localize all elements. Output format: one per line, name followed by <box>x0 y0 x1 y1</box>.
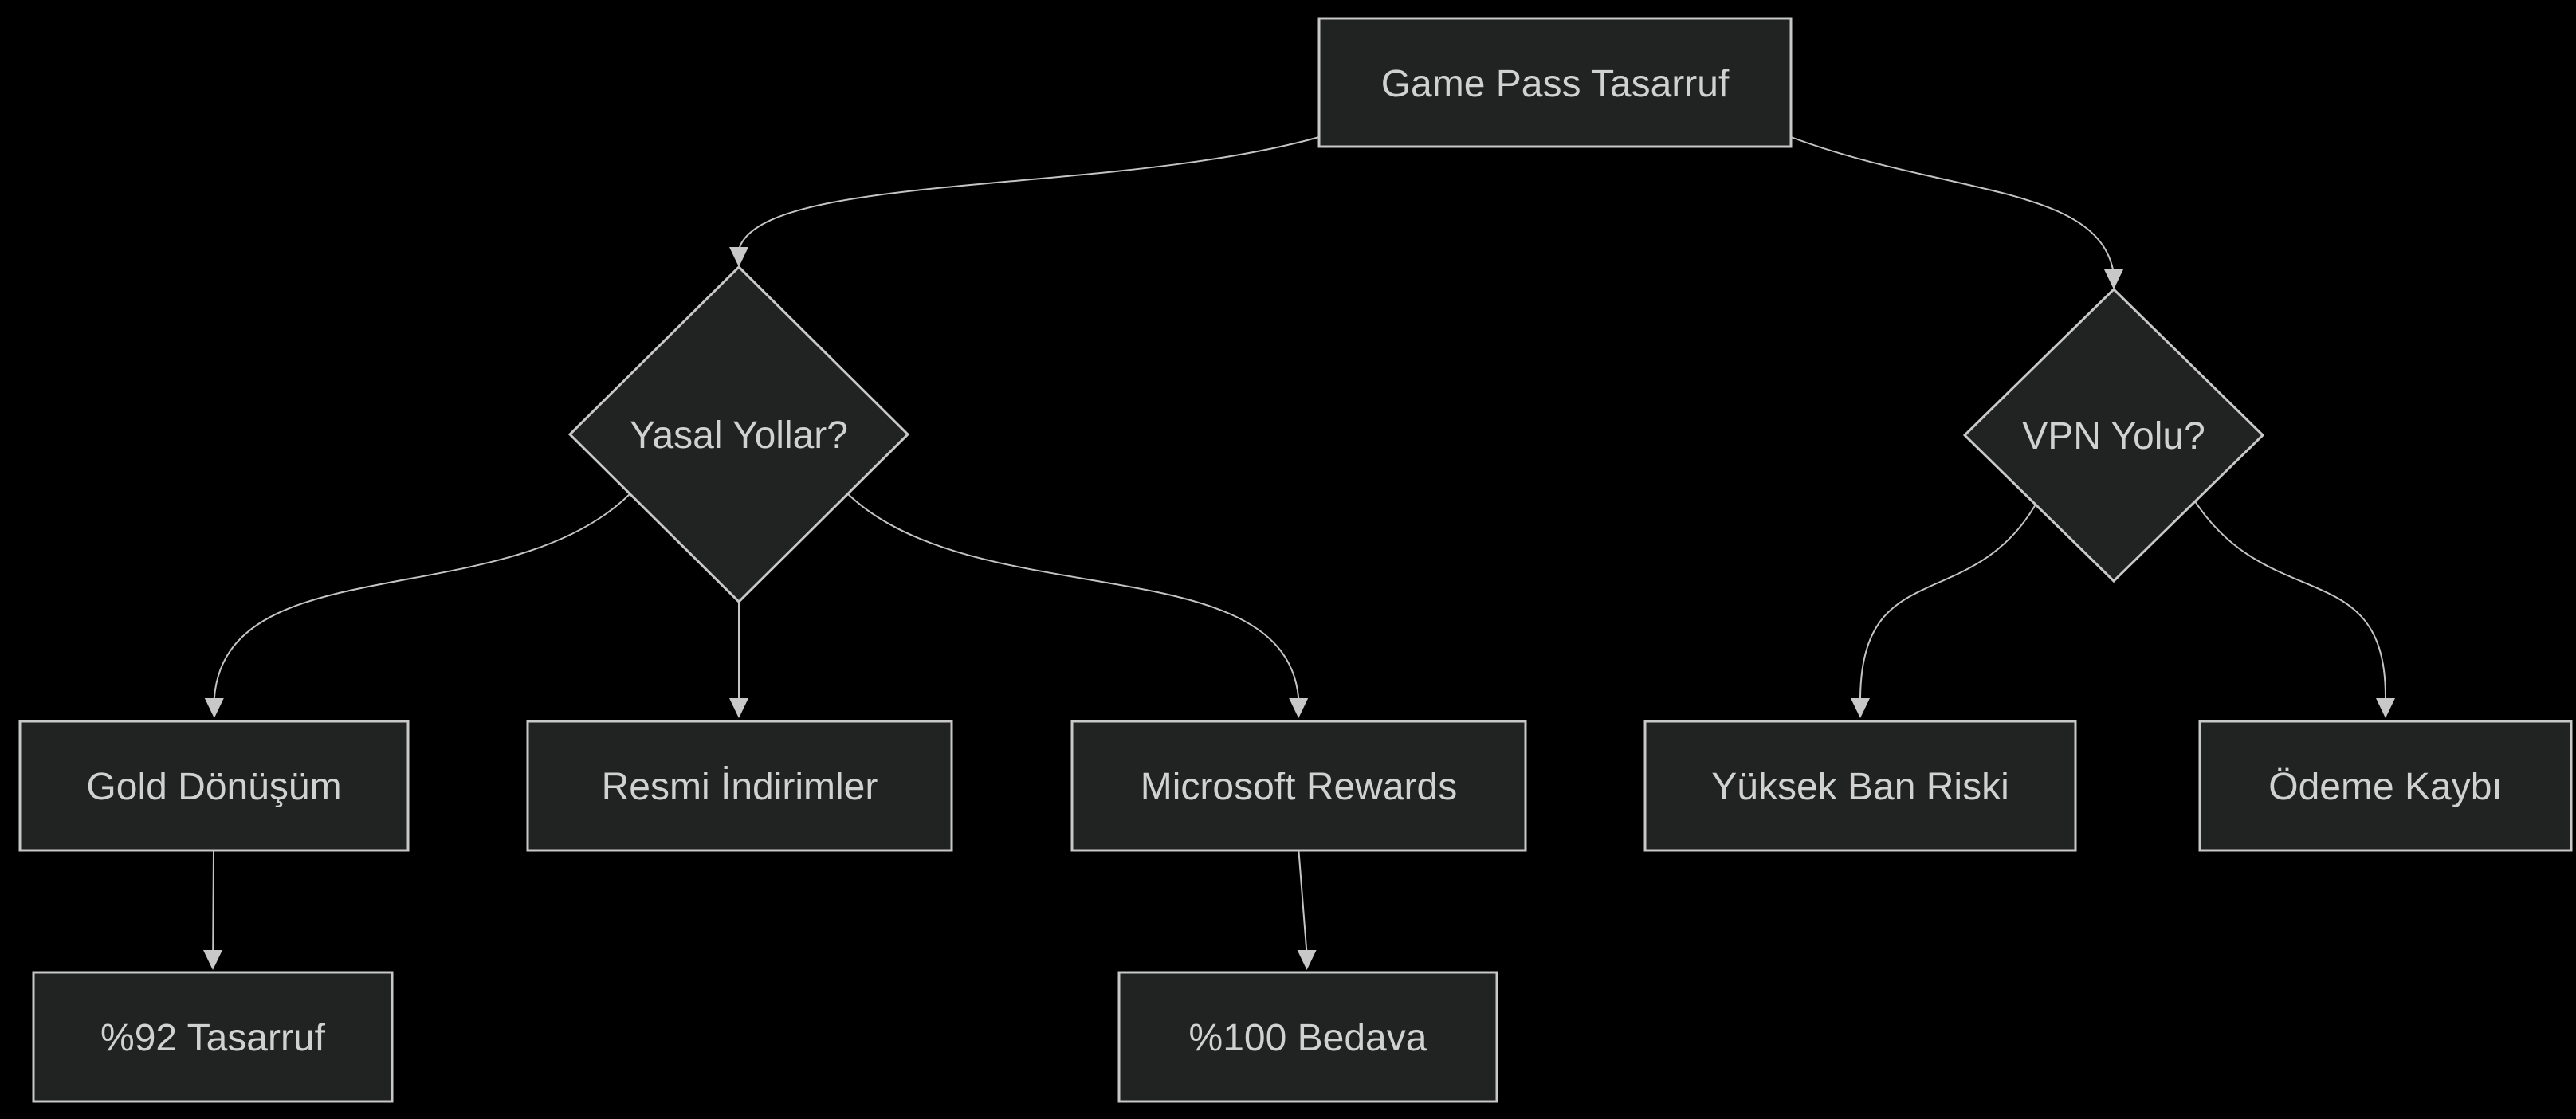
arrowhead-layer <box>203 247 2395 970</box>
node-legal-label: Yasal Yollar? <box>630 414 848 457</box>
node-savings-box <box>32 971 394 1103</box>
edge-vpn-ban <box>1859 504 2036 699</box>
node-layer: Game Pass Tasarruf Yasal Yollar? VPN Yol… <box>18 17 2573 1103</box>
edge-vpn-payment <box>2194 501 2387 699</box>
node-gold-box <box>18 720 410 852</box>
edge-legal-gold <box>213 493 630 699</box>
node-legal-diamond <box>567 265 910 604</box>
node-vpn-label: VPN Yolu? <box>2022 415 2205 457</box>
edge-layer <box>212 136 2387 951</box>
node-ban: Yüksek Ban Riski <box>1643 720 2077 852</box>
node-root-box <box>1317 17 1793 148</box>
node-official-label: Resmi İndirimler <box>602 766 878 808</box>
arrowhead-legal-rewards <box>1289 698 1309 718</box>
node-payment-box <box>2198 720 2573 852</box>
node-payment-label: Ödeme Kaybı <box>2268 766 2502 808</box>
arrowhead-legal-official <box>729 698 748 718</box>
node-rewards: Microsoft Rewards <box>1070 720 1527 852</box>
node-savings: %92 Tasarruf <box>32 971 394 1103</box>
node-rewards-box <box>1070 720 1527 852</box>
arrowhead-gold-savings <box>203 950 222 970</box>
node-payment: Ödeme Kaybı <box>2198 720 2573 852</box>
node-official: Resmi İndirimler <box>526 720 953 852</box>
arrowhead-rewards-free <box>1297 950 1317 970</box>
node-official-box <box>526 720 953 852</box>
arrowhead-root-vpn <box>2104 269 2123 289</box>
arrowhead-root-legal <box>729 247 748 267</box>
arrowhead-vpn-ban <box>1851 698 1870 718</box>
arrowhead-legal-gold <box>204 698 224 718</box>
node-savings-label: %92 Tasarruf <box>100 1017 326 1059</box>
node-gold-label: Gold Dönüşüm <box>86 766 341 808</box>
edge-root-legal <box>739 136 1320 248</box>
edge-root-vpn <box>1790 136 2114 270</box>
edge-gold-savings <box>212 850 214 951</box>
arrowhead-vpn-payment <box>2376 698 2395 718</box>
node-root-label: Game Pass Tasarruf <box>1381 63 1730 105</box>
node-free: %100 Bedava <box>1117 971 1498 1103</box>
node-rewards-label: Microsoft Rewards <box>1141 766 1457 808</box>
node-ban-box <box>1643 720 2077 852</box>
node-vpn-diamond <box>1962 287 2265 583</box>
node-free-box <box>1117 971 1498 1103</box>
edge-legal-rewards <box>847 493 1300 699</box>
node-ban-label: Yüksek Ban Riski <box>1711 766 2009 808</box>
node-legal: Yasal Yollar? <box>567 265 910 604</box>
node-free-label: %100 Bedava <box>1189 1017 1427 1059</box>
node-vpn: VPN Yolu? <box>1962 287 2265 583</box>
edge-rewards-free <box>1298 850 1308 951</box>
node-gold: Gold Dönüşüm <box>18 720 410 852</box>
node-root: Game Pass Tasarruf <box>1317 17 1793 148</box>
